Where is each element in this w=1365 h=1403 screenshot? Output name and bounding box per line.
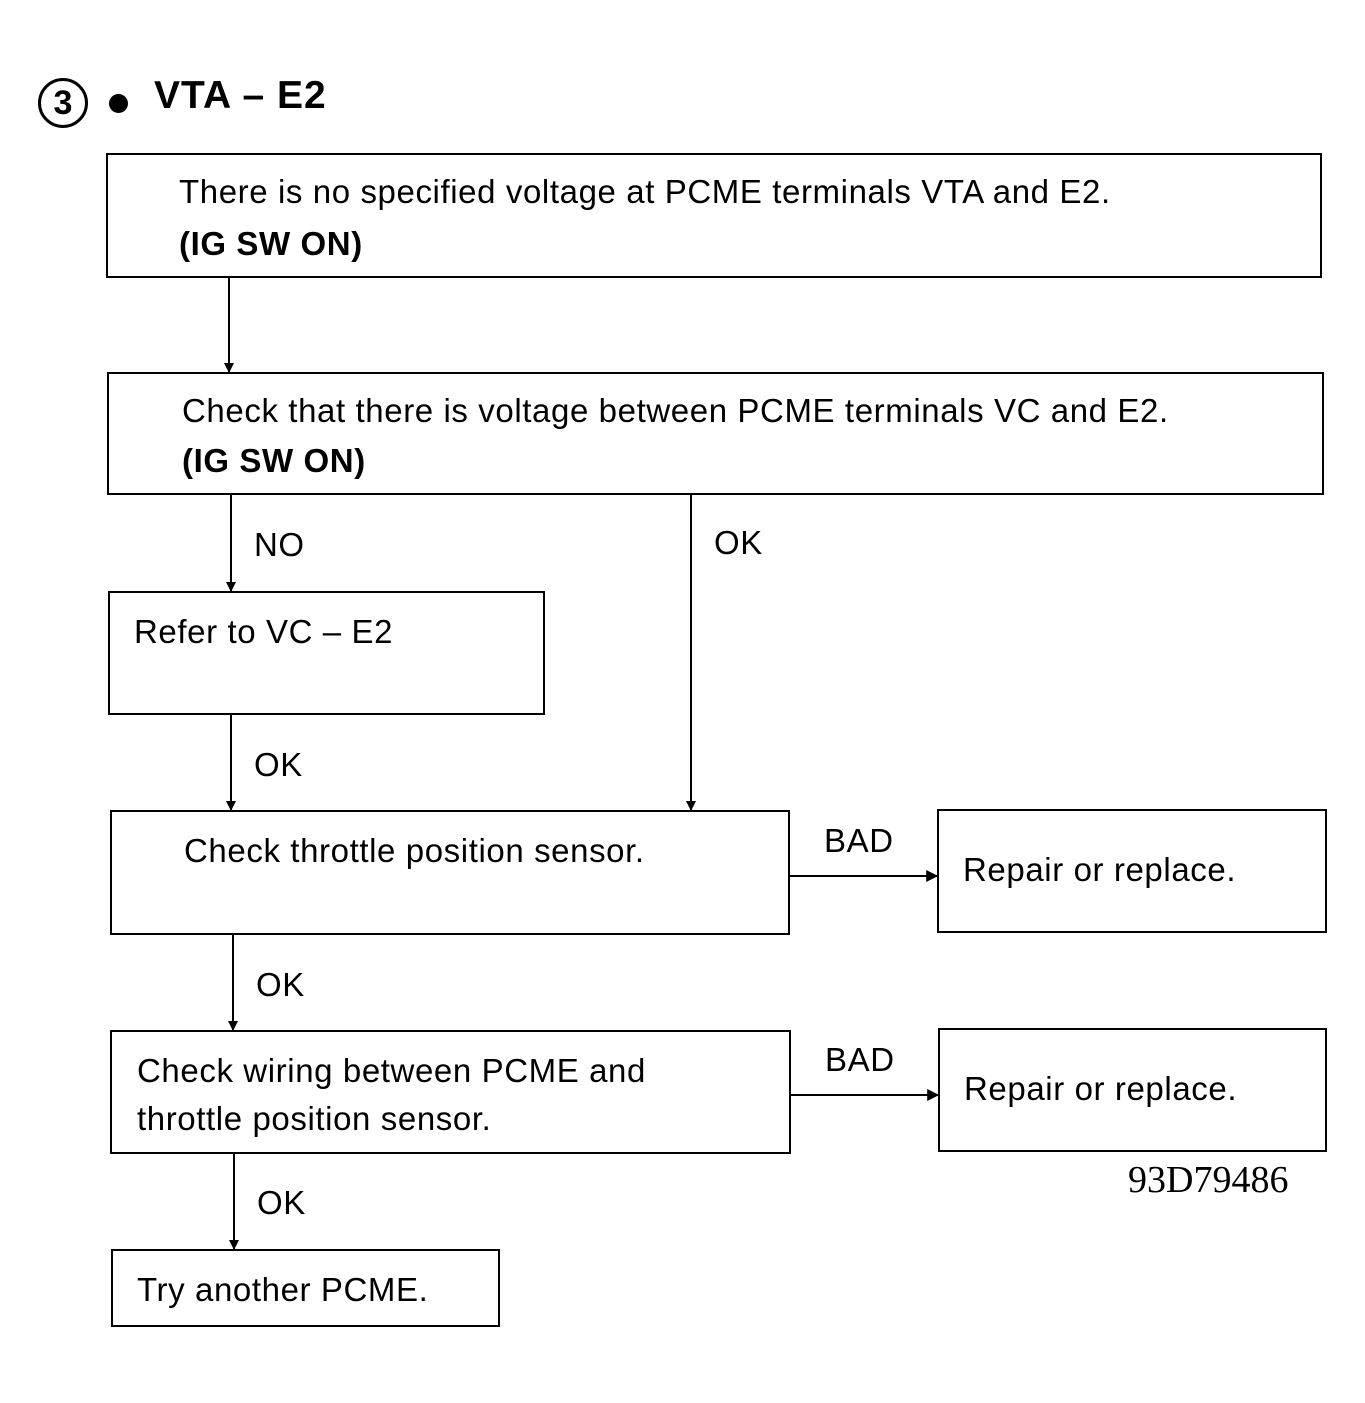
repair-1-text: Repair or replace. <box>963 851 1237 888</box>
check-tps-text: Check throttle position sensor. <box>184 832 645 869</box>
step-number-circle: 3 <box>38 78 88 128</box>
refer-vc-text: Refer to VC – E2 <box>134 613 394 650</box>
repair-box-1: Repair or replace. <box>937 809 1327 933</box>
symptom-text: There is no specified voltage at PCME te… <box>179 173 1111 210</box>
check-vc-condition: (IG SW ON) <box>182 442 366 479</box>
diagram-title: VTA – E2 <box>154 74 327 117</box>
check-vc-box: Check that there is voltage between PCME… <box>107 372 1324 495</box>
check-tps-box: Check throttle position sensor. <box>110 810 790 935</box>
refer-vc-box: Refer to VC – E2 <box>108 591 545 715</box>
label-bad-wiring: BAD <box>825 1041 895 1078</box>
figure-code: 93D79486 <box>1128 1159 1289 1201</box>
symptom-box: There is no specified voltage at PCME te… <box>106 153 1322 278</box>
label-ok-refer: OK <box>254 746 303 783</box>
repair-2-text: Repair or replace. <box>964 1070 1238 1107</box>
symptom-condition: (IG SW ON) <box>179 225 363 262</box>
label-bad-tps: BAD <box>824 822 894 859</box>
try-pcme-text: Try another PCME. <box>137 1271 429 1308</box>
repair-box-2: Repair or replace. <box>938 1028 1327 1152</box>
check-wiring-text-line1: Check wiring between PCME and <box>137 1052 646 1089</box>
label-no: NO <box>254 526 305 563</box>
label-ok-right: OK <box>714 524 763 561</box>
label-ok-tps: OK <box>256 966 305 1003</box>
label-ok-wiring: OK <box>257 1184 306 1221</box>
check-wiring-text-line2: throttle position sensor. <box>137 1100 492 1137</box>
bullet-icon <box>109 94 128 113</box>
step-number: 3 <box>53 83 73 122</box>
check-vc-text: Check that there is voltage between PCME… <box>182 392 1169 429</box>
check-wiring-box: Check wiring between PCME and throttle p… <box>110 1030 791 1154</box>
try-pcme-box: Try another PCME. <box>111 1249 500 1327</box>
